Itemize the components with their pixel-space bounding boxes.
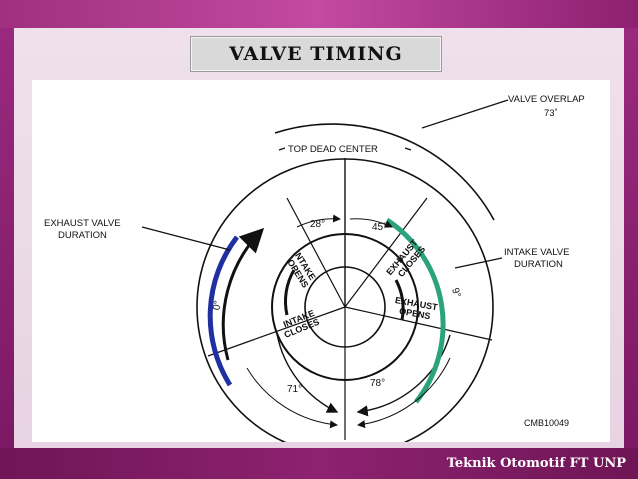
footer-text: Teknik Otomotif FT UNP [446, 456, 626, 471]
intake-duration-label-2: DURATION [514, 259, 563, 270]
partial-right-label: 9° [449, 287, 463, 300]
intake-opens-line [286, 197, 346, 308]
exhaust-closes-line [344, 197, 428, 308]
partial-left-label: 0° [211, 300, 223, 311]
exhaust-valve-arc [207, 235, 239, 387]
angle-45-label: 45° [372, 222, 387, 233]
rotation-arc [221, 227, 265, 361]
overlap-leader [421, 99, 509, 129]
exhaust-duration-arc [394, 279, 405, 321]
angle-71-label: 71° [287, 384, 302, 395]
angle-78-arrow [357, 357, 451, 429]
angle-28-arrow [296, 214, 341, 228]
intake-duration-arc [284, 269, 296, 316]
exhaust-duration-leader [141, 226, 231, 251]
exhaust-inner-arc [356, 334, 451, 417]
slide-title: VALVE TIMING [229, 43, 403, 65]
exhaust-opens-line [344, 306, 493, 341]
intake-duration-leader [454, 257, 503, 269]
slide-top-band [0, 0, 638, 28]
angle-28-label: 28° [310, 219, 325, 230]
slide-footer-band [0, 448, 638, 479]
intake-inner-arc [276, 333, 339, 413]
intake-valve-arc [385, 217, 446, 404]
tdc-label: TOP DEAD CENTER [288, 144, 378, 155]
valve-overlap-label: VALVE OVERLAP [508, 94, 585, 105]
intake-closes-line [207, 306, 346, 357]
tdc-bracket [278, 147, 412, 151]
intake-duration-label-1: INTAKE VALVE [504, 247, 569, 258]
valve-timing-svg: VALVE OVERLAP 73˚ TOP DEAD CENTER EXHAUS… [44, 94, 585, 456]
figure-code: CMB10049 [524, 418, 569, 428]
valve-overlap-arc [274, 123, 495, 221]
tdc-label-box [285, 141, 405, 155]
angle-45-arrow [349, 218, 393, 228]
angle-78-label: 78° [370, 378, 385, 389]
exhaust-duration-label-1: EXHAUST VALVE [44, 218, 121, 229]
valve-timing-diagram: VALVE OVERLAP 73˚ TOP DEAD CENTER EXHAUS… [32, 80, 610, 456]
exhaust-duration-label-2: DURATION [58, 230, 107, 241]
valve-overlap-value: 73˚ [544, 108, 558, 119]
title-box: VALVE TIMING [190, 36, 442, 72]
angle-71-arrow [246, 367, 338, 429]
